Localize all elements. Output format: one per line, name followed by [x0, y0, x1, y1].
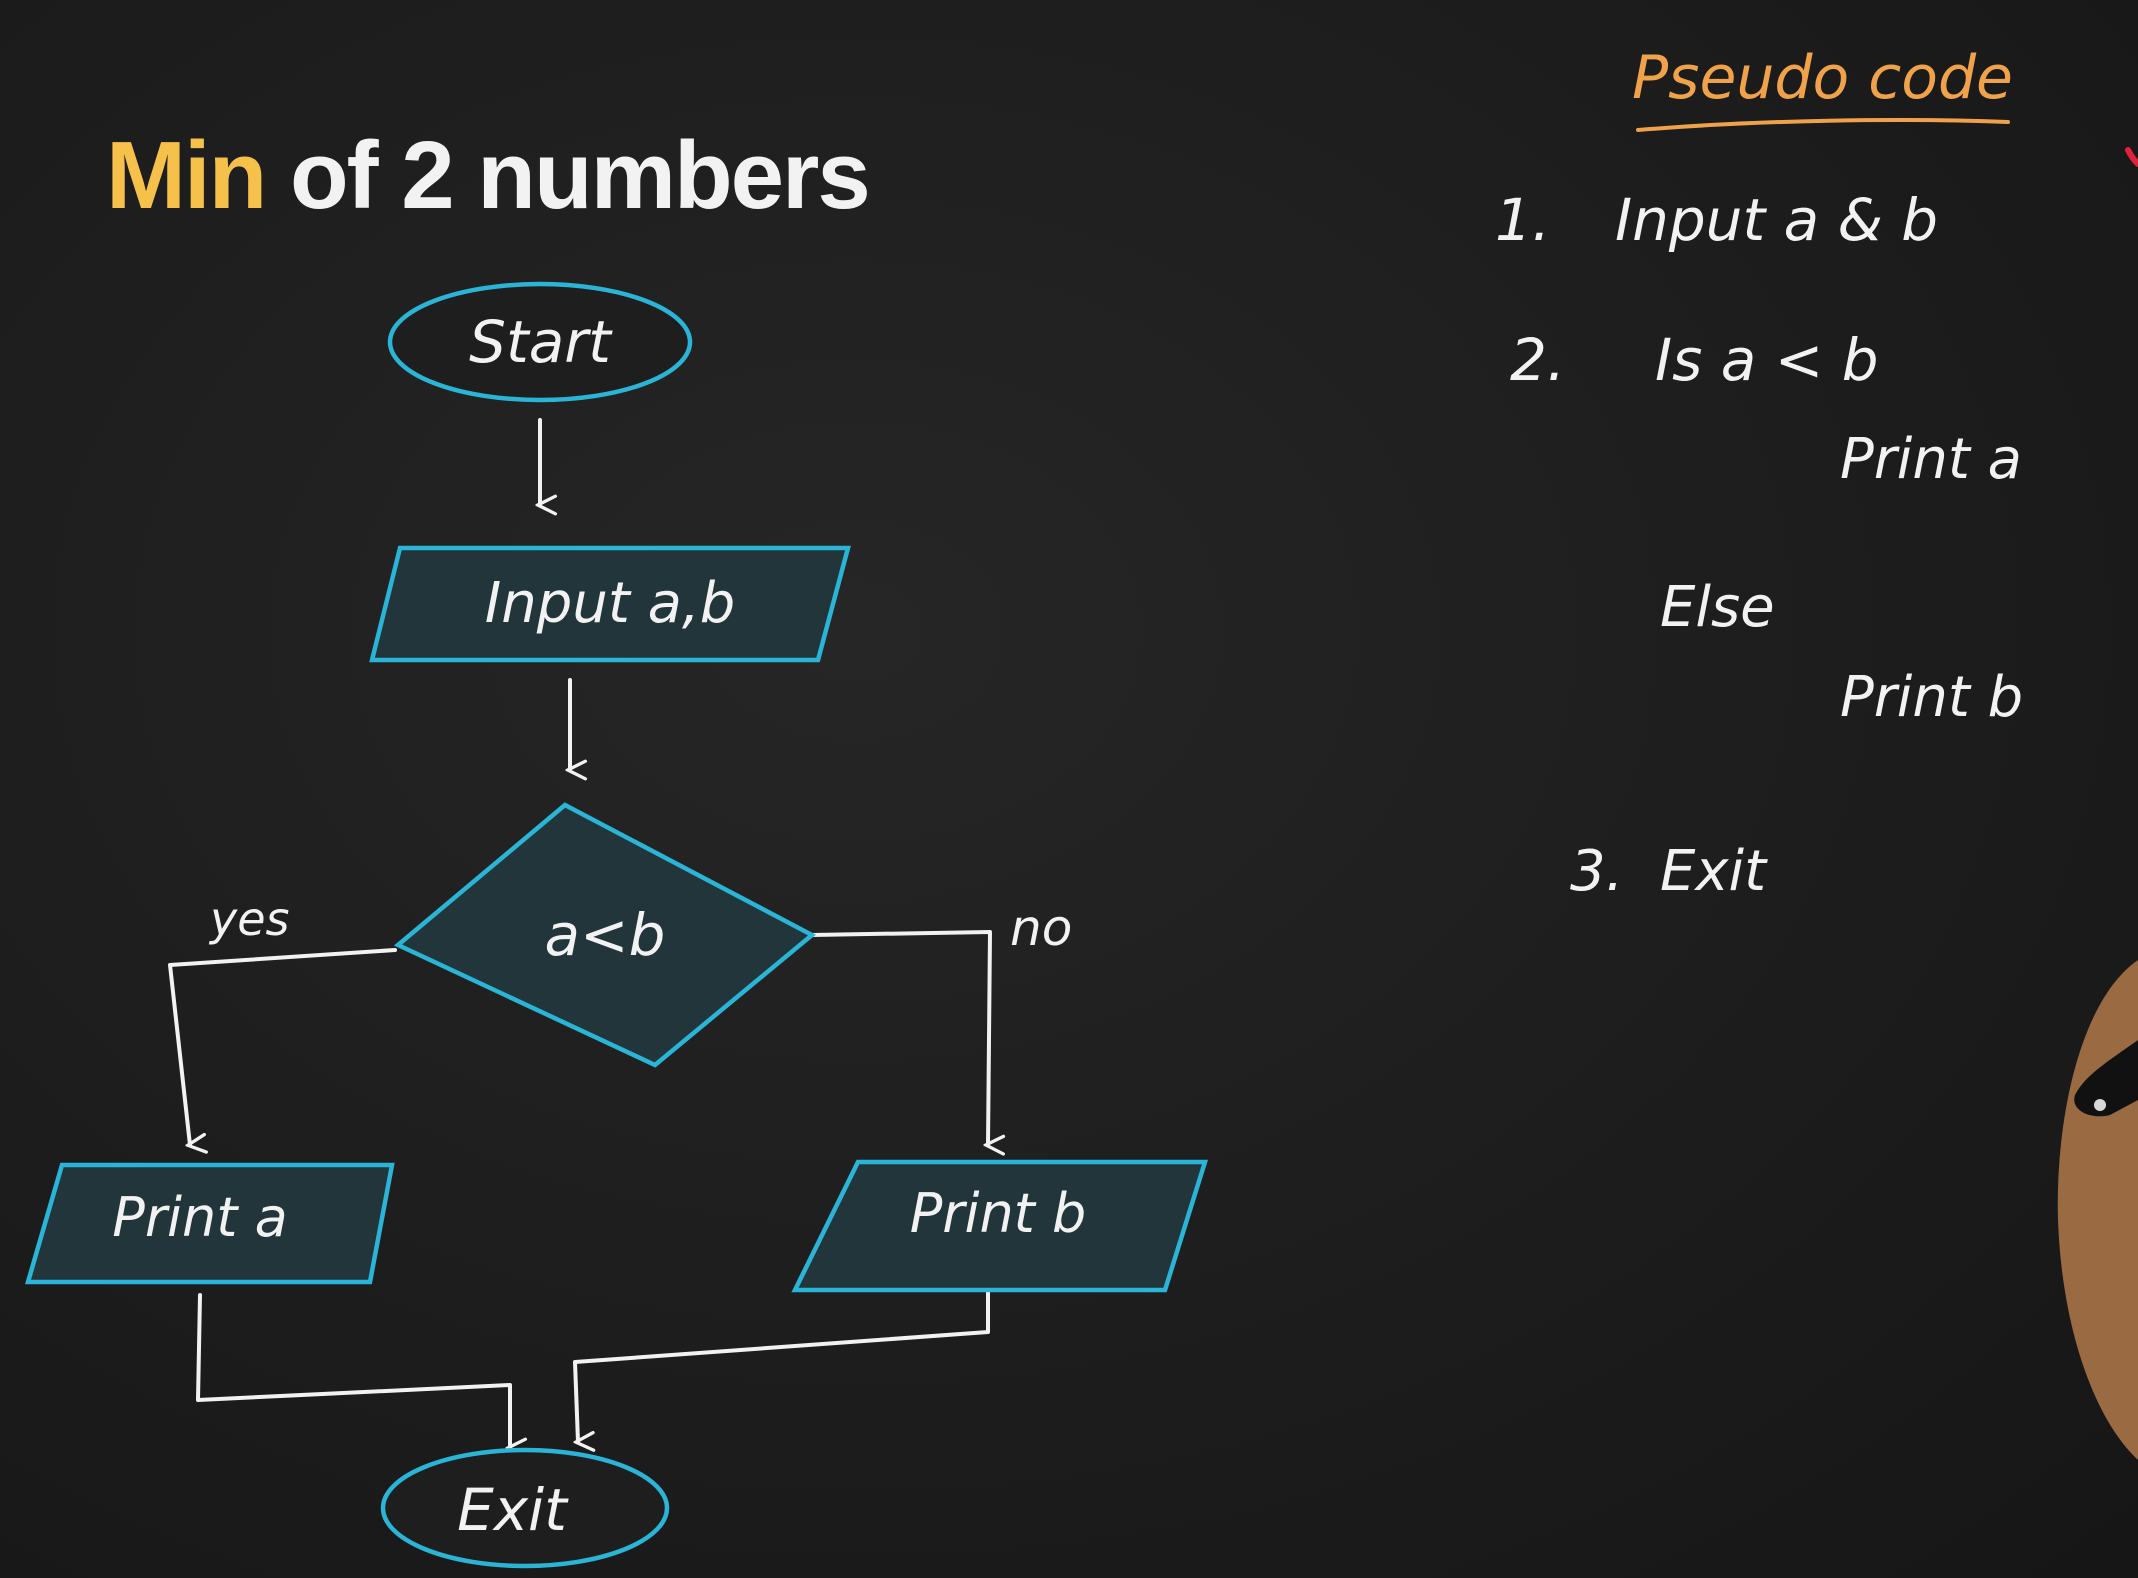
step-2-number: 2.	[1510, 326, 1565, 394]
headphone-icon	[2074, 1040, 2138, 1117]
headphone-dot	[2094, 1099, 2106, 1111]
step-1-number: 1.	[1495, 186, 1550, 254]
print-b-label: Print b	[910, 1182, 1087, 1245]
yes-label: yes	[208, 892, 290, 946]
connectors	[168, 418, 990, 1448]
title-rest: of 2 numbers	[265, 122, 871, 229]
arrow-print-a-to-exit	[196, 1293, 510, 1448]
red-mark	[2125, 147, 2138, 167]
avatar	[2057, 960, 2138, 1460]
print-b-parallelogram	[791, 1159, 1209, 1293]
exit-label: Exit	[457, 1476, 569, 1544]
page-title: Min of 2 numbers	[106, 128, 871, 224]
no-label: no	[1010, 899, 1072, 957]
print-a-parallelogram	[25, 1162, 395, 1285]
input-parallelogram	[369, 545, 851, 663]
decision-label: a<b	[545, 901, 666, 969]
input-node: Input a,b	[369, 545, 851, 663]
start-terminal: Start	[387, 281, 693, 403]
step-3-number: 3.	[1570, 839, 1623, 904]
title-accent: Min	[106, 122, 267, 229]
print-b-node: Print b	[791, 1159, 1209, 1293]
decision-diamond	[393, 802, 817, 1068]
arrow-no-branch	[810, 930, 990, 1145]
start-label: Start	[469, 308, 613, 376]
print-a-node: Print a	[25, 1162, 395, 1285]
step-1-text: Input a & b	[1615, 186, 1938, 254]
step-3-text: Exit	[1660, 839, 1768, 904]
exit-oval	[380, 1447, 670, 1569]
exit-terminal: Exit	[380, 1447, 670, 1569]
pseudocode-panel: Pseudo code 1. Input a & b 2. Is a < b P…	[1495, 43, 2023, 904]
input-label: Input a,b	[485, 571, 735, 636]
step-2-print-a: Print a	[1840, 427, 2022, 492]
print-a-label: Print a	[112, 1186, 287, 1249]
presenter-avatar	[2057, 147, 2138, 1460]
start-oval	[387, 281, 693, 403]
step-2-print-b: Print b	[1840, 665, 2023, 730]
pseudocode-heading: Pseudo code	[1632, 43, 2013, 113]
arrow-print-b-to-exit	[573, 1290, 990, 1442]
pseudocode-underline	[1636, 118, 2010, 132]
step-2-text: Is a < b	[1655, 326, 1879, 394]
arrow-yes-branch	[168, 948, 397, 1145]
step-2-else: Else	[1660, 575, 1775, 640]
decision-node: a<b	[393, 802, 817, 1068]
